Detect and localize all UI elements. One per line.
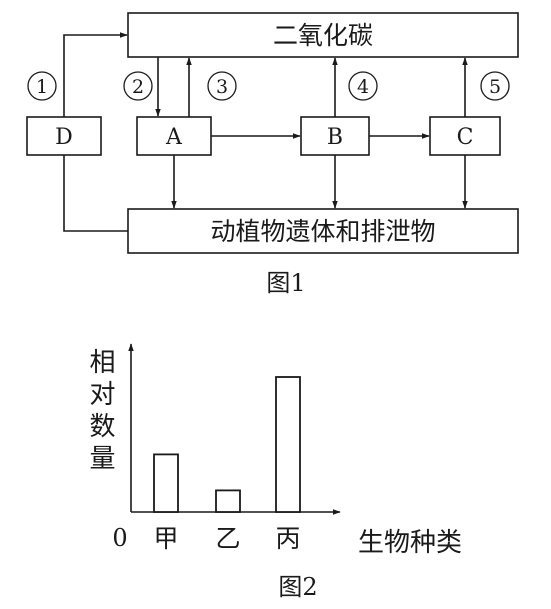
y-axis-label: 相对数量 [85, 348, 115, 476]
svg-text:2: 2 [132, 76, 144, 98]
process-marker-2: 2 [123, 71, 153, 101]
process-marker-3: 3 [207, 71, 237, 101]
axis-origin-label: 0 [112, 524, 127, 552]
process-marker-1: 1 [27, 71, 57, 101]
category-label-2: 乙 [215, 524, 240, 553]
bar-3 [275, 376, 301, 513]
co2-box [127, 12, 519, 58]
category-label-3: 丙 [275, 524, 300, 553]
figure1-caption: 图1 [266, 269, 305, 297]
svg-text:3: 3 [216, 76, 228, 98]
node-d-label: D [55, 125, 73, 150]
co2-label: 二氧化碳 [273, 21, 373, 50]
x-axis-label: 生物种类 [358, 528, 462, 558]
residue-box [127, 208, 519, 254]
carbon-cycle-diagram: 二氧化碳 动植物遗体和排泄物 D A B C 1 [26, 12, 519, 297]
svg-text:相对数量: 相对数量 [85, 348, 115, 476]
category-label-1: 甲 [153, 524, 178, 553]
svg-text:5: 5 [489, 76, 501, 98]
node-b-label: B [327, 125, 343, 150]
node-c-label: C [457, 125, 474, 150]
node-a-label: A [165, 125, 183, 150]
line-d-to-residue [63, 155, 128, 232]
figure2-caption: 图2 [278, 573, 317, 601]
process-marker-4: 4 [348, 71, 378, 101]
arrow-d-to-co2 [63, 32, 128, 117]
bar-chart: 相对数量 0 生物种类 图2 甲 乙 丙 [85, 343, 462, 601]
process-marker-5: 5 [480, 71, 510, 101]
bar-1 [153, 453, 179, 513]
node-c-box [429, 116, 501, 156]
bar-2 [215, 489, 241, 513]
svg-text:4: 4 [357, 76, 369, 98]
residue-label: 动植物遗体和排泄物 [210, 217, 435, 246]
svg-text:1: 1 [36, 76, 48, 98]
